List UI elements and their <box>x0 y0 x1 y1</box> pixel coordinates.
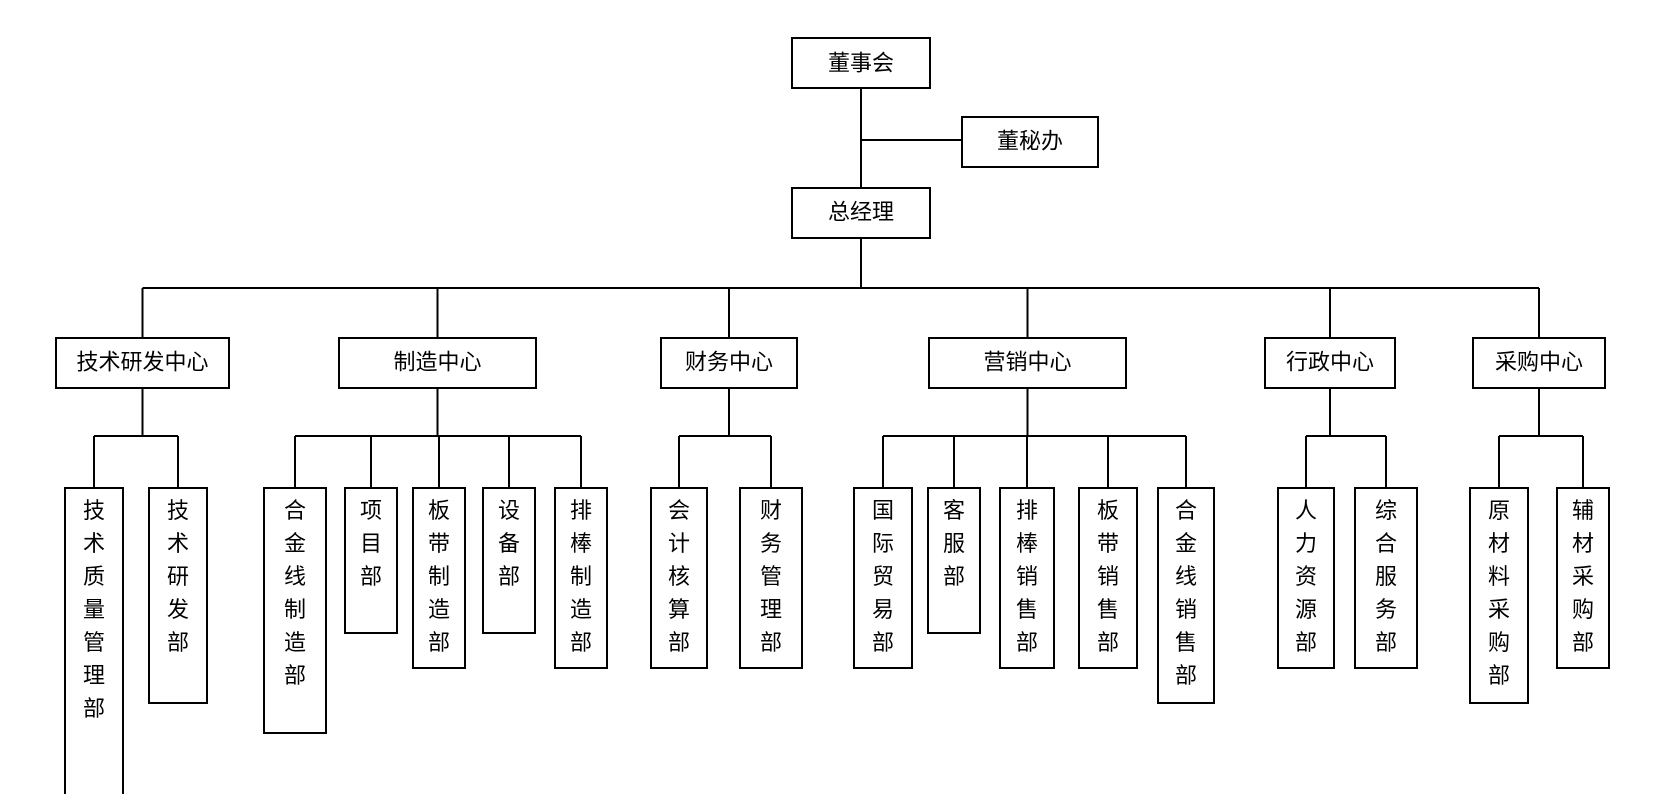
department-node: 财务管理部 <box>739 487 803 669</box>
connector-lines <box>93 88 1584 488</box>
secretary-office-node: 董秘办 <box>961 116 1099 168</box>
department-label: 合金线制造部 <box>284 499 306 689</box>
department-label: 排棒销售部 <box>1016 499 1038 656</box>
department-label: 原材料采购部 <box>1488 499 1510 689</box>
secretary-office-label: 董秘办 <box>997 130 1063 155</box>
department-node: 设备部 <box>482 487 536 634</box>
center-node: 制造中心 <box>338 337 537 389</box>
department-node: 技术质量管理部 <box>64 487 124 794</box>
department-node: 排棒制造部 <box>554 487 608 669</box>
general-manager-label: 总经理 <box>828 201 894 226</box>
department-node: 客服部 <box>927 487 981 634</box>
department-label: 人力资源部 <box>1295 499 1317 656</box>
department-label: 排棒制造部 <box>570 499 592 656</box>
department-node: 技术研发部 <box>148 487 208 704</box>
center-label: 技术研发中心 <box>76 351 208 376</box>
department-node: 项目部 <box>344 487 398 634</box>
center-node: 行政中心 <box>1264 337 1396 389</box>
center-label: 行政中心 <box>1286 351 1374 376</box>
center-node: 财务中心 <box>660 337 798 389</box>
department-label: 财务管理部 <box>760 499 782 656</box>
department-label: 会计核算部 <box>668 499 690 656</box>
department-nodes: 技术质量管理部 技术研发部 合金线制造部 项目部 板带制造部 设备部 排棒制造部 会计核算部 财… <box>64 487 1610 794</box>
department-label: 客服部 <box>943 499 965 590</box>
department-node: 排棒销售部 <box>999 487 1055 669</box>
department-node: 国际贸易部 <box>853 487 913 669</box>
center-label: 财务中心 <box>685 351 773 376</box>
department-label: 辅材采购部 <box>1572 499 1594 656</box>
department-node: 综合服务部 <box>1354 487 1418 669</box>
department-node: 合金线制造部 <box>263 487 327 734</box>
department-node: 辅材采购部 <box>1556 487 1610 669</box>
department-node: 人力资源部 <box>1277 487 1335 669</box>
center-label: 营销中心 <box>983 351 1071 376</box>
department-node: 合金线销售部 <box>1157 487 1215 704</box>
board-node: 董事会 <box>791 37 931 89</box>
department-node: 会计核算部 <box>650 487 708 669</box>
department-label: 技术质量管理部 <box>83 499 105 722</box>
department-label: 技术研发部 <box>167 499 189 656</box>
department-label: 国际贸易部 <box>872 499 894 656</box>
department-label: 综合服务部 <box>1375 499 1397 656</box>
department-label: 项目部 <box>360 499 382 590</box>
center-nodes: 技术研发中心 制造中心 财务中心 营销中心 行政中心 采购中心 <box>55 337 1606 389</box>
department-label: 板带制造部 <box>428 499 450 656</box>
center-label: 制造中心 <box>393 351 481 376</box>
general-manager-node: 总经理 <box>791 187 931 239</box>
board-label: 董事会 <box>828 52 894 77</box>
department-label: 合金线销售部 <box>1175 499 1197 689</box>
department-label: 设备部 <box>498 499 520 590</box>
department-node: 板带制造部 <box>412 487 466 669</box>
department-node: 板带销售部 <box>1078 487 1138 669</box>
department-label: 板带销售部 <box>1097 499 1119 656</box>
department-node: 原材料采购部 <box>1469 487 1529 704</box>
center-node: 采购中心 <box>1472 337 1606 389</box>
center-node: 营销中心 <box>928 337 1127 389</box>
center-label: 采购中心 <box>1495 351 1583 376</box>
center-node: 技术研发中心 <box>55 337 230 389</box>
